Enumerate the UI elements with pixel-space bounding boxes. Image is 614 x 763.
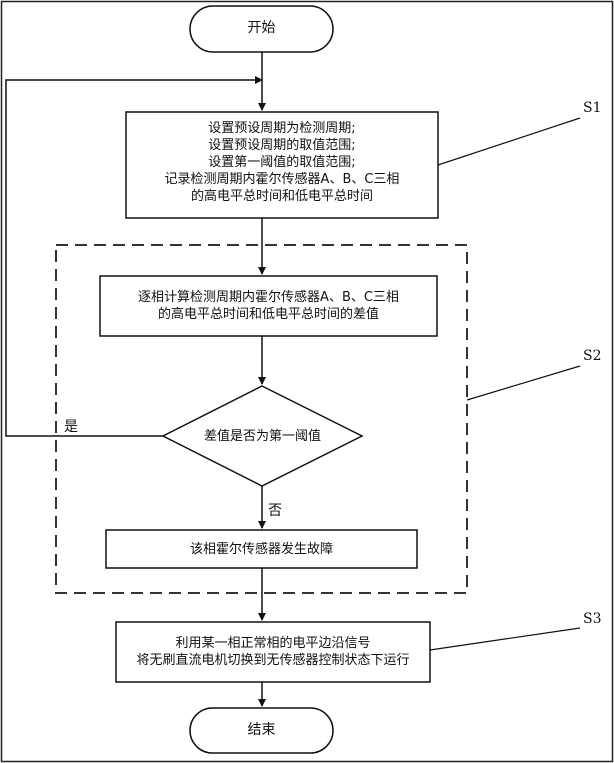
end-terminal [189,707,334,754]
s1-line-1: 设置预设周期为检测周期; [208,121,356,136]
calc-line-2: 的高电平总时间和低电平总时间的差值 [157,307,379,322]
calc-box [99,275,438,337]
no-label: 否 [268,503,282,519]
calc-text: 逐相计算检测周期内霍尔传感器A、B、C三相 的高电平总时间和低电平总时间的差值 [100,289,437,323]
s3-line-1: 利用某一相正常相的电平边沿信号 [175,636,371,651]
s1-tag: S1 [583,100,602,116]
s1-line-4: 记录检测周期内霍尔传感器A、B、C三相 [164,172,400,187]
loop-back-line [5,76,263,437]
s1-line-5: 的高电平总时间和低电平总时间 [190,189,373,204]
s3-line-2: 将无刷直流电机切换到无传感器控制状态下运行 [136,653,410,668]
s2-leader-line [466,365,581,401]
start-label: 开始 [247,20,276,36]
yes-label: 是 [64,419,78,435]
s1-text: 设置预设周期为检测周期; 设置预设周期的取值范围; 设置第一阈值的取值范围; 记… [126,120,438,205]
s2-tag: S2 [583,348,602,364]
s3-tag: S3 [583,611,602,627]
fault-label: 该相霍尔传感器发生故障 [189,542,333,557]
s3-box [115,621,431,683]
calc-line-1: 逐相计算检测周期内霍尔传感器A、B、C三相 [138,290,399,305]
s3-leader-line [429,627,581,651]
s1-box [125,111,439,219]
s3-text: 利用某一相正常相的电平边沿信号 将无刷直流电机切换到无传感器控制状态下运行 [116,635,430,669]
s1-line-2: 设置预设周期的取值范围; [208,138,356,153]
end-label: 结束 [247,722,276,738]
s1-leader-line [437,117,581,166]
decision-label: 差值是否为第一阈值 [203,429,321,444]
s1-line-3: 设置第一阈值的取值范围; [208,155,356,170]
